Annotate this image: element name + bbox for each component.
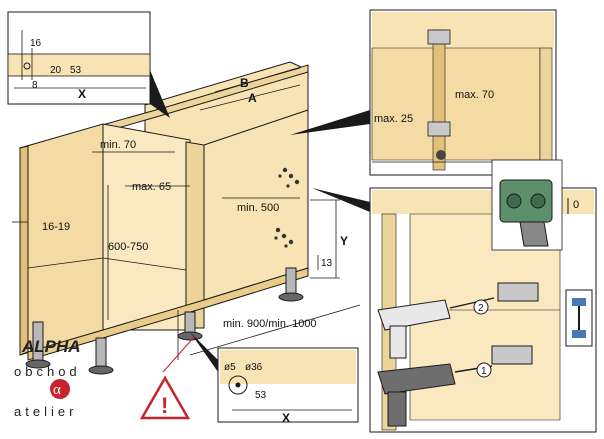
detail-bottom <box>190 332 359 423</box>
logo-alpha-mark <box>50 379 70 399</box>
cabinet-dimension-lines <box>12 67 361 360</box>
cabinet <box>18 61 309 361</box>
logo-line1: obchod <box>14 364 81 379</box>
detail-right-0: 0 <box>573 199 579 211</box>
screwdriver-icon <box>377 363 493 427</box>
company-logo: ALPHA obchod α atelier <box>14 337 81 419</box>
detail-bottom-d53: 53 <box>255 390 267 401</box>
detail-top-right <box>290 9 557 176</box>
dim-13: 13 <box>321 258 333 269</box>
dim-A: A <box>248 91 257 105</box>
dim-16-19: 16-19 <box>42 221 70 233</box>
leg-back-right <box>285 267 297 297</box>
dim-Y: Y <box>340 234 348 248</box>
svg-text:!: ! <box>161 393 168 418</box>
logo-line2: atelier <box>14 404 77 419</box>
leg-front-mid <box>95 337 107 371</box>
detail-top-left <box>7 11 170 118</box>
step-2-marker <box>473 299 489 315</box>
dim-max65: max. 65 <box>132 181 171 193</box>
detail-tr-max25: max. 25 <box>374 113 413 125</box>
cabinet-inner-divider <box>102 123 191 331</box>
detail-bottom-d5: ø5 <box>224 362 236 373</box>
clamp-icon <box>565 289 593 347</box>
svg-text:α: α <box>53 382 61 398</box>
detail-tl-53: 53 <box>70 65 82 76</box>
logo-alpha-text: ALPHA <box>21 337 81 356</box>
detail-tl-8: 8 <box>32 80 38 91</box>
cabinet-legs <box>25 267 304 375</box>
cabinet-left-side <box>19 123 104 356</box>
dim-min70: min. 70 <box>100 139 136 151</box>
step-1-label: 1 <box>481 366 487 377</box>
dim-B: B <box>240 76 249 90</box>
leg-back-mid <box>184 311 196 335</box>
detail-right-install <box>312 159 597 433</box>
detail-tl-16: 16 <box>30 38 42 49</box>
cabinet-middle-post <box>185 141 205 329</box>
detail-bottom-X: X <box>282 411 290 425</box>
dim-600-750: 600-750 <box>108 241 148 253</box>
detail-tl-X: X <box>78 87 86 101</box>
step-1-marker <box>476 362 492 378</box>
step-2-label: 2 <box>478 303 484 314</box>
dim-width: min. 900/min. 1000 <box>223 318 317 330</box>
detail-tl-20: 20 <box>50 65 62 76</box>
drill-icon <box>377 297 495 359</box>
warning-triangle-icon: ! <box>139 335 196 420</box>
detail-bottom-d36: ø36 <box>245 362 263 373</box>
cabinet-left-side-edge <box>19 145 29 356</box>
detail-tr-max70: max. 70 <box>455 89 494 101</box>
hinge-holes <box>274 167 300 248</box>
dim-min500: min. 500 <box>237 202 279 214</box>
